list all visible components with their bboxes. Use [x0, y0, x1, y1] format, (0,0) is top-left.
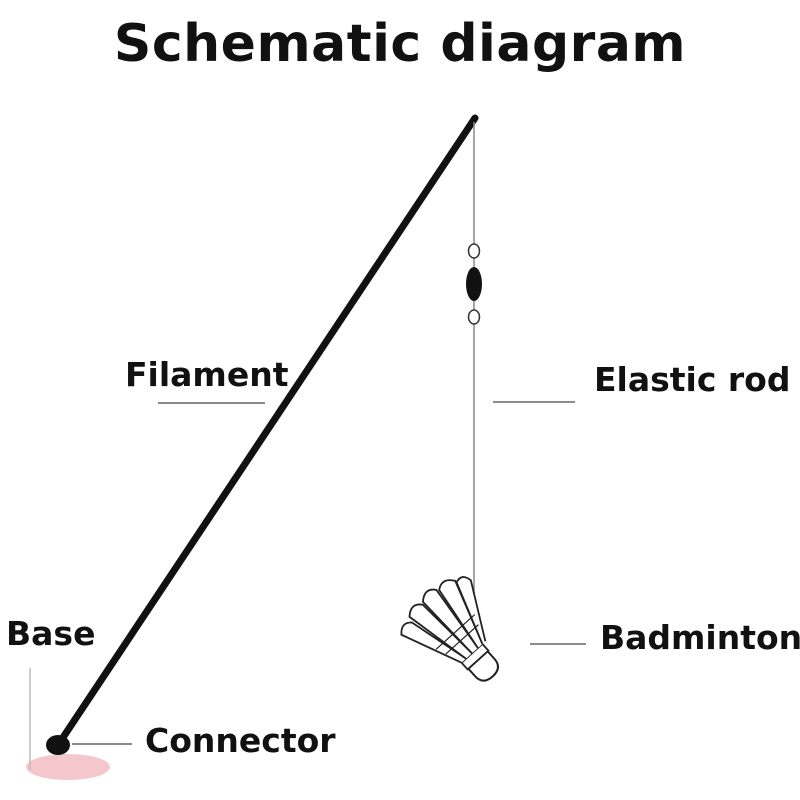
swivel-ring-top: [467, 243, 481, 259]
badminton-label: Badminton: [600, 618, 800, 657]
diagram-title: Schematic diagram: [113, 14, 687, 74]
filament-label: Filament: [125, 355, 289, 394]
base-label: Base: [6, 614, 96, 653]
connector-knob: [46, 735, 70, 755]
filament-pole: [54, 114, 479, 749]
shuttlecock-icon: [400, 576, 499, 682]
elastic-rod-label: Elastic rod: [594, 360, 791, 399]
swivel-ring-bottom: [467, 309, 481, 325]
base-disc: [26, 754, 110, 780]
swivel-body: [466, 267, 482, 301]
connector-label: Connector: [145, 721, 336, 760]
